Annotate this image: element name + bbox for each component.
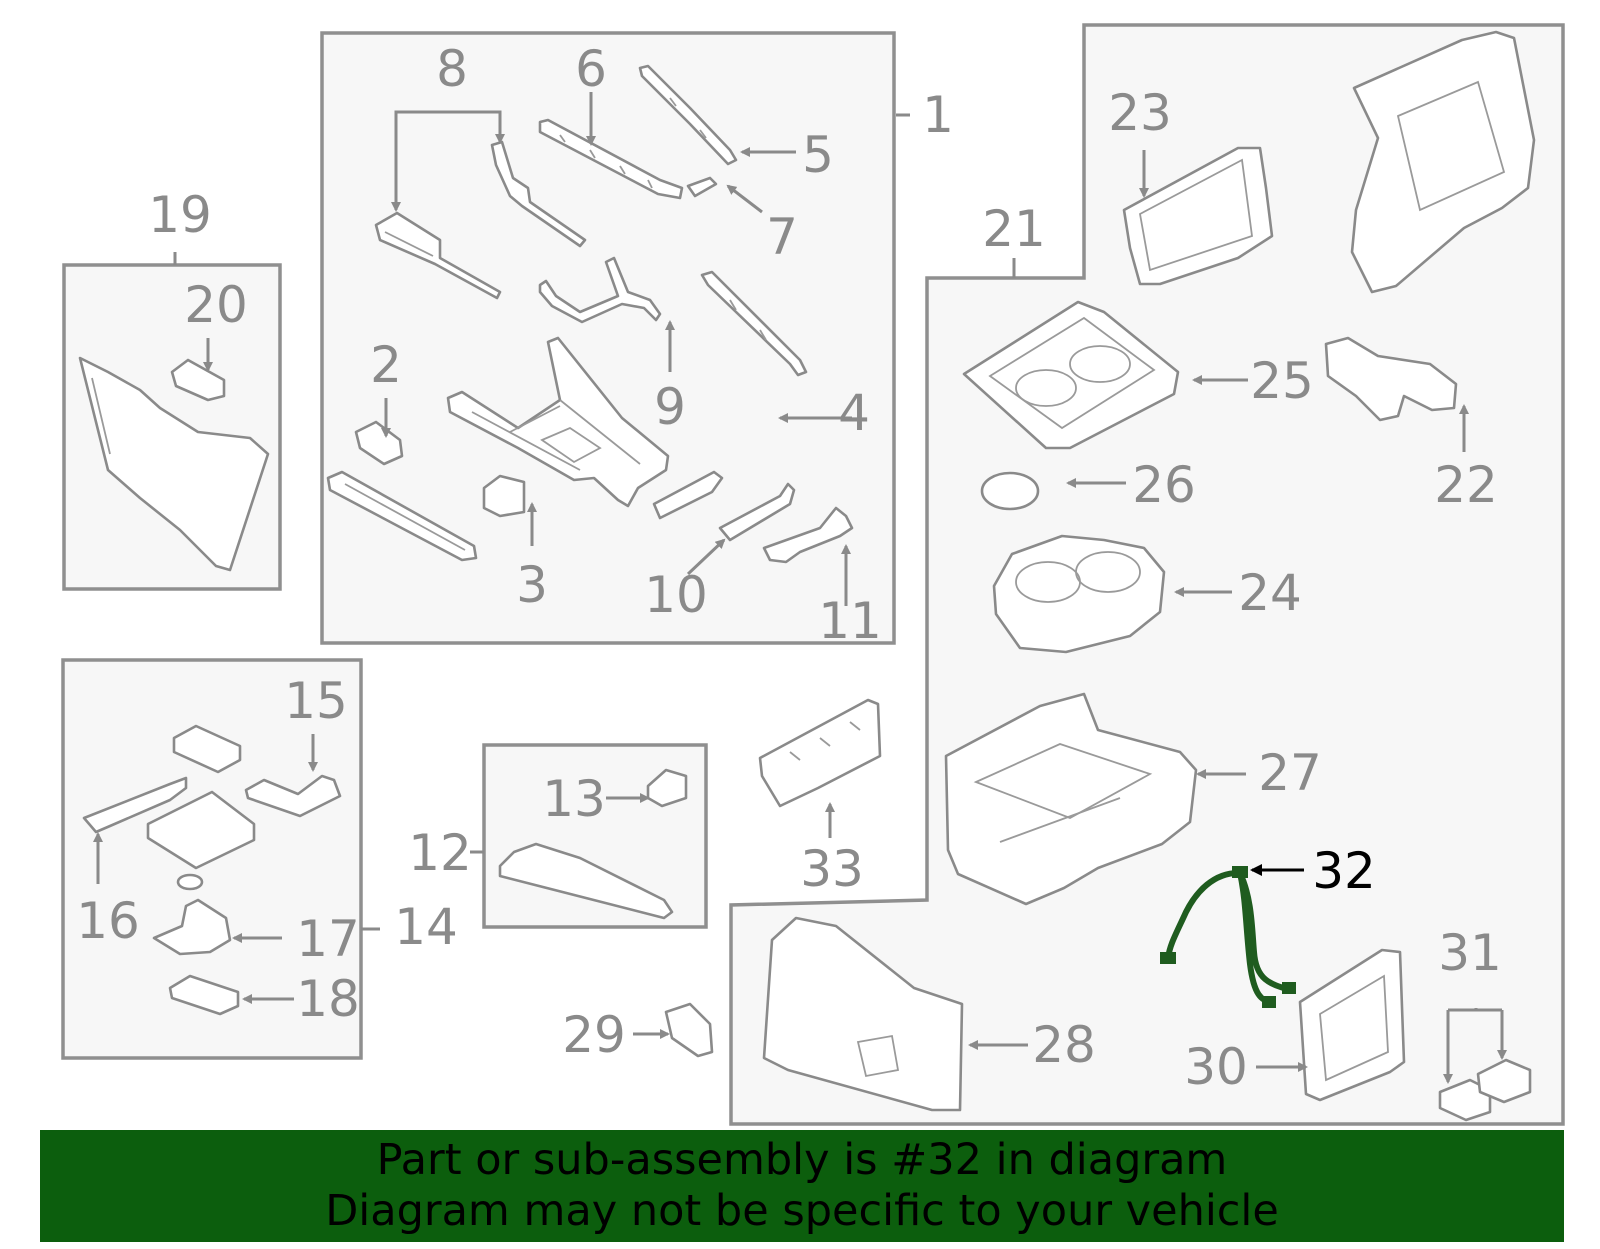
callout-15: 15 [284, 672, 348, 730]
part-14-tray [146, 790, 256, 870]
callout-18: 18 [296, 970, 360, 1028]
part-31-port-right [1476, 1058, 1532, 1104]
part-6-strip [538, 118, 684, 200]
part-9-bracket [538, 256, 662, 324]
leader-lines [93, 92, 1507, 1084]
callout-5: 5 [802, 126, 834, 184]
part-4-trim-strip [700, 270, 808, 377]
part-15-bracket [244, 774, 342, 818]
callout-13: 13 [542, 770, 606, 828]
callout-4: 4 [838, 384, 870, 442]
group-box-1 [320, 31, 896, 645]
part-10-trim [652, 470, 724, 520]
callout-12: 12 [408, 824, 472, 882]
callout-16: 16 [76, 892, 140, 950]
part-23-bezel [1122, 146, 1274, 286]
callout-10: 10 [644, 566, 708, 624]
part-33-panel [758, 698, 882, 808]
callout-32: 32 [1312, 842, 1376, 900]
notice-banner: Part or sub-assembly is #32 in diagram D… [40, 1130, 1564, 1242]
callout-20: 20 [184, 276, 248, 334]
part-console-top [446, 336, 670, 508]
callout-33: 33 [800, 840, 864, 898]
banner-line-2: Diagram may not be specific to your vehi… [325, 1186, 1279, 1236]
callout-24: 24 [1238, 564, 1302, 622]
part-7-clip [686, 176, 718, 198]
part-12-armrest-pad [498, 842, 674, 920]
part-20-clip [170, 358, 226, 402]
part-26-liner [980, 471, 1040, 511]
callout-28: 28 [1032, 1016, 1096, 1074]
callout-25: 25 [1250, 352, 1314, 410]
callout-26: 26 [1132, 456, 1196, 514]
callout-31: 31 [1438, 924, 1502, 982]
callout-2: 2 [370, 336, 402, 394]
part-25-mat [962, 300, 1180, 450]
part-3-knob [482, 474, 526, 518]
part-24-cupholder [992, 534, 1166, 654]
part-left-trim-bar [326, 470, 478, 562]
callout-21: 21 [982, 200, 1046, 258]
part-5-strip [638, 64, 738, 166]
callout-27: 27 [1258, 744, 1322, 802]
part-11-bracket [762, 506, 854, 564]
part-2-clip [354, 420, 404, 466]
callout-14: 14 [394, 898, 458, 956]
part-16-plate [82, 776, 188, 834]
part-32-harness [1160, 866, 1296, 1008]
part-10-bracket [718, 482, 796, 542]
part-22-bracket [1324, 336, 1458, 422]
callout-19: 19 [148, 186, 212, 244]
callout-30: 30 [1184, 1038, 1248, 1096]
callout-7: 7 [766, 208, 798, 266]
callout-11: 11 [818, 592, 882, 650]
callout-9: 9 [654, 378, 686, 436]
callout-23: 23 [1108, 84, 1172, 142]
callout-29: 29 [562, 1006, 626, 1064]
part-8-trim-right [490, 140, 587, 248]
part-display-housing [1350, 30, 1536, 294]
callout-17: 17 [296, 910, 360, 968]
callout-3: 3 [516, 556, 548, 614]
part-31-port-left [1438, 1078, 1492, 1122]
part-30-vent-bezel [1298, 948, 1406, 1102]
callout-8: 8 [436, 40, 468, 98]
part-28-rear-panel [762, 916, 964, 1112]
banner-line-1: Part or sub-assembly is #32 in diagram [376, 1135, 1228, 1185]
part-17-switch [152, 873, 232, 956]
part-14-cover [172, 724, 242, 774]
part-27-frame [944, 692, 1198, 906]
part-29-cap [664, 1002, 714, 1058]
callout-6: 6 [575, 40, 607, 98]
part-18-bezel [168, 974, 240, 1016]
callout-22: 22 [1434, 456, 1498, 514]
part-19-side-panel [78, 356, 270, 572]
part-8-trim-left [374, 211, 502, 300]
callout-1: 1 [922, 86, 954, 144]
